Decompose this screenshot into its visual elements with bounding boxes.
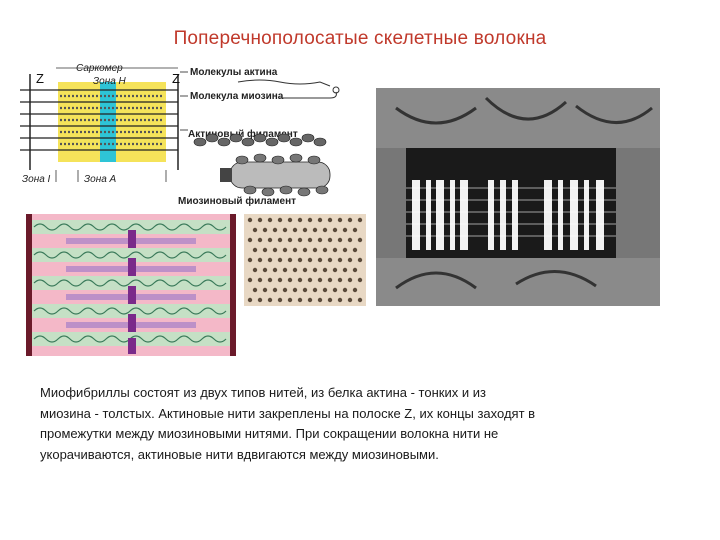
z-line-left-label: Z xyxy=(36,71,44,86)
z-line-right-label: Z xyxy=(172,71,180,86)
description-line-2: миозина - толстых. Актиновые нити закреп… xyxy=(40,404,680,425)
cross-section-image xyxy=(244,214,366,306)
electron-micrograph xyxy=(376,88,660,306)
sarcomere-label: Саркомер xyxy=(76,63,123,74)
zone-i-label: Зона I xyxy=(22,174,50,185)
zone-a-label: Зона А xyxy=(84,174,116,185)
description-line-4: укорачиваются, актиновые нити вдвигаются… xyxy=(40,445,680,466)
cross-section-dots xyxy=(244,214,366,306)
description-line-1: Миофибриллы состоят из двух типов нитей,… xyxy=(40,383,680,404)
molecule-illustration xyxy=(180,50,340,200)
zone-h-label: Зона Н xyxy=(93,76,126,87)
micrograph-image xyxy=(376,88,660,306)
molecule-drawings xyxy=(180,50,340,200)
myofibril-diagram xyxy=(26,214,236,356)
description-line-3: промежутки между миозиновыми нитями. При… xyxy=(40,424,680,445)
myofibril-illustration xyxy=(26,214,236,356)
description-text: Миофибриллы состоят из двух типов нитей,… xyxy=(40,383,680,465)
page-title: Поперечнополосатые скелетные волокна xyxy=(0,28,720,50)
